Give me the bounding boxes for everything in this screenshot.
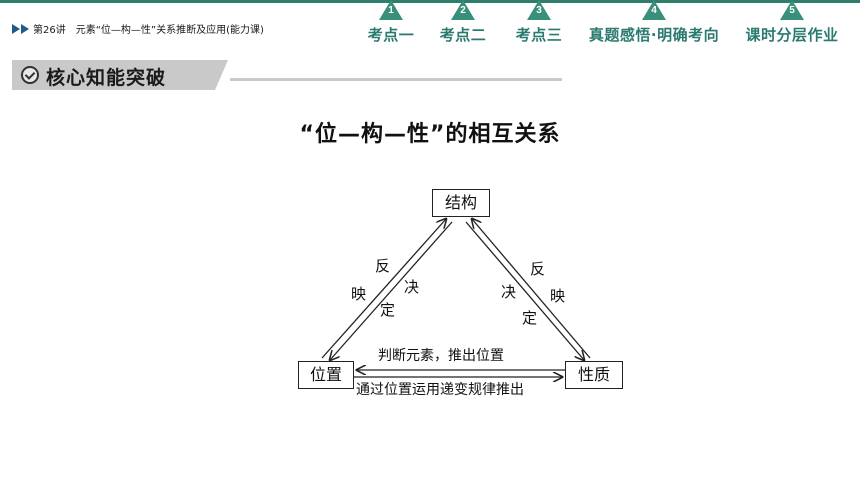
right-edge-outer-char-1: 反 xyxy=(530,260,546,278)
left-edge-outer-char-1: 反 xyxy=(375,257,391,275)
nav-badge-triangle-icon: 4 xyxy=(642,0,666,20)
section-title: 核心知能突破 xyxy=(46,67,167,89)
left-edge-inner-char-1: 决 xyxy=(404,278,420,296)
arrow-structure-to-position xyxy=(330,221,453,360)
section-divider xyxy=(230,78,562,81)
nav-badge-triangle-icon: 5 xyxy=(780,0,804,20)
nav-badge-triangle-icon: 1 xyxy=(379,0,403,20)
arrow-position-to-structure xyxy=(321,219,446,359)
nav-item-label: 课时分层作业 xyxy=(745,26,839,44)
top-navigation-bar: 第26讲 元素“位—构—性”关系推断及应用(能力课) 1 考点一 2 考点二 3… xyxy=(0,0,860,50)
lecture-number: 第26讲 xyxy=(33,25,66,36)
nav-badge-triangle-icon: 2 xyxy=(451,0,475,20)
right-edge-inner-char-1: 决 xyxy=(501,283,517,301)
right-edge-outer-char-2: 映 xyxy=(550,287,566,305)
node-structure: 结构 xyxy=(432,189,490,217)
top-accent-line xyxy=(0,0,860,3)
nav-item-zhenti[interactable]: 4 真题感悟·明确考向 xyxy=(583,0,725,50)
nav-item-kaodian-2[interactable]: 2 考点二 xyxy=(437,0,489,50)
play-arrow-icon xyxy=(12,23,20,34)
bottom-upper-label: 判断元素，推出位置 xyxy=(378,348,504,364)
node-property: 性质 xyxy=(565,361,623,389)
nav-item-label: 真题感悟·明确考向 xyxy=(588,26,720,44)
left-edge-outer-char-2: 映 xyxy=(351,285,367,303)
arrow-property-to-structure xyxy=(472,219,591,359)
section-banner: 核心知能突破 xyxy=(12,60,232,90)
banner-background xyxy=(12,60,228,90)
page-title: “位—构—性”的相互关系 xyxy=(299,122,561,147)
nav-item-label: 考点一 xyxy=(367,26,415,44)
check-circle-icon xyxy=(21,66,39,84)
section-nav: 1 考点一 2 考点二 3 考点三 4 真题感悟·明确考向 5 课时分层作业 xyxy=(0,0,860,50)
nav-badge-triangle-icon: 3 xyxy=(527,0,551,20)
left-edge-inner-char-2: 定 xyxy=(380,301,396,319)
nav-item-kaodian-3[interactable]: 3 考点三 xyxy=(513,0,565,50)
node-position: 位置 xyxy=(298,361,354,389)
nav-item-homework[interactable]: 5 课时分层作业 xyxy=(740,0,844,50)
play-arrow-icon xyxy=(21,23,29,34)
lecture-title: 元素“位—构—性”关系推断及应用(能力课) xyxy=(75,25,264,36)
right-edge-inner-char-2: 定 xyxy=(522,309,538,327)
nav-item-kaodian-1[interactable]: 1 考点一 xyxy=(365,0,417,50)
arrow-structure-to-property xyxy=(465,221,584,360)
bottom-lower-label: 通过位置运用递变规律推出 xyxy=(356,382,524,398)
nav-item-label: 考点三 xyxy=(515,26,563,44)
nav-item-label: 考点二 xyxy=(439,26,487,44)
lecture-info: 第26讲 元素“位—构—性”关系推断及应用(能力课) xyxy=(12,21,264,36)
